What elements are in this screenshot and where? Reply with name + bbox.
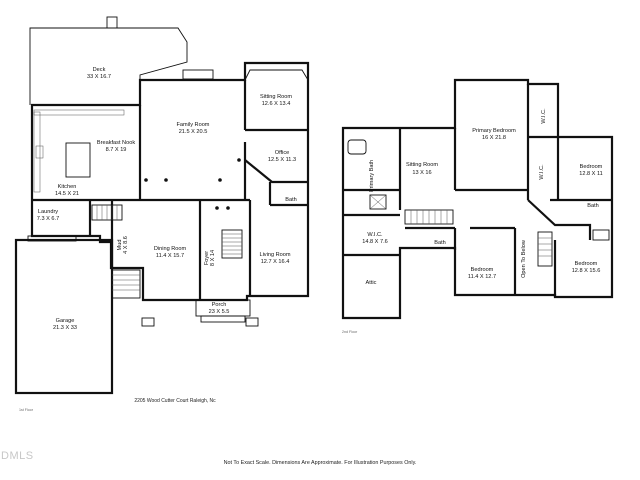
mud-dimensions: 4 X 8.6	[123, 236, 129, 254]
column	[237, 158, 241, 162]
garage-label: Garage	[56, 318, 75, 324]
vanity	[592, 229, 610, 241]
kitchen-label: Kitchen	[58, 184, 77, 190]
sitting-bay	[244, 69, 309, 81]
breakfast-nook-dimensions: 8.7 X 19	[106, 147, 127, 153]
wic-mid-label: W.I.C.	[539, 164, 545, 180]
sitting-room-1-label: Sitting Room	[260, 94, 292, 100]
second-floor-exterior-wall	[341, 78, 614, 320]
bedroom-a-label: Bedroom	[580, 164, 603, 170]
bedroom-b-label: Bedroom	[471, 267, 494, 273]
range	[35, 145, 44, 159]
bath-2-label: Bath	[587, 203, 599, 209]
dining-room-dimensions: 11.4 X 15.7	[156, 253, 184, 259]
wic-top-label: W.I.C.	[541, 108, 547, 124]
sitting-room-2-label: Sitting Room	[406, 162, 438, 168]
curved-stair	[537, 231, 553, 267]
upper-stair	[404, 209, 454, 225]
laundry-label: Laundry	[38, 209, 58, 215]
column	[226, 206, 230, 210]
porch-dimensions: 23 X 5.5	[209, 309, 230, 315]
mls-watermark: DMLS	[1, 450, 34, 462]
deck-dimensions: 33 X 16.7	[87, 74, 111, 80]
column	[218, 178, 222, 182]
bedroom-b-dimensions: 11.4 X 12.7	[468, 274, 496, 280]
wic-left-label: W.I.C.	[367, 232, 383, 238]
garage-wall	[14, 238, 114, 395]
bath-3-label: Bath	[434, 240, 446, 246]
chimney	[106, 16, 118, 29]
open-to-below-label: Open To Below	[521, 239, 527, 278]
breakfast-nook-label: Breakfast Nook	[97, 140, 135, 146]
bath-1-label: Bath	[285, 197, 297, 203]
planter	[245, 317, 259, 327]
wic-left-dimensions: 14.8 X 7.6	[362, 239, 388, 245]
living-room-dimensions: 12.7 X 16.4	[261, 259, 290, 265]
back-stair	[91, 204, 123, 221]
attic-label: Attic	[366, 280, 377, 286]
second-floor-caption: 2nd Floor	[342, 330, 358, 334]
laundry-dimensions: 7.3 X 6.7	[37, 216, 59, 222]
deck-label: Deck	[93, 67, 106, 73]
foyer-dimensions: 8 X 14	[210, 250, 216, 266]
sitting-room-1-dimensions: 12.6 X 13.4	[262, 101, 291, 107]
sitting-room-2-dimensions: 13 X 16	[412, 170, 431, 176]
primary-bath-label: Primary Bath	[369, 160, 375, 192]
office-label: Office	[275, 150, 290, 156]
family-room-dimensions: 21.5 X 20.5	[179, 129, 208, 135]
bedroom-c-label: Bedroom	[575, 261, 598, 267]
kitchen-island	[65, 142, 91, 178]
shower	[369, 194, 387, 210]
planter	[141, 317, 155, 327]
address-caption: 2205 Wood Cutter Court Raleigh, Nc	[134, 398, 216, 404]
primary-bedroom-dimensions: 16 X 21.8	[482, 135, 506, 141]
second-floor-plan: Primary Bedroom 16 X 21.8 W.I.C. Primary…	[341, 78, 614, 320]
bedroom-a-dimensions: 12.8 X 11	[579, 171, 603, 177]
mud-label: Mud	[117, 240, 123, 251]
fireplace	[182, 69, 214, 80]
column	[164, 178, 168, 182]
garage-dimensions: 21.3 X 33	[53, 325, 77, 331]
first-floor-caption: 1st Floor	[19, 408, 33, 412]
family-room-label: Family Room	[177, 122, 210, 128]
garage-step	[27, 235, 77, 242]
living-room-label: Living Room	[259, 252, 290, 258]
counter	[33, 111, 41, 193]
porch-label: Porch	[212, 302, 227, 308]
column	[215, 206, 219, 210]
primary-bedroom-label: Primary Bedroom	[472, 128, 516, 134]
column	[144, 178, 148, 182]
foyer-label: Foyer	[204, 251, 210, 265]
counter	[33, 109, 125, 116]
first-floor-plan: Deck 33 X 16.7 Family Room 21.5 X 20.5 S…	[14, 16, 310, 395]
disclaimer-text: Not To Exact Scale. Dimensions Are Appro…	[223, 460, 417, 466]
bathtub	[347, 139, 367, 155]
office-dimensions: 12.5 X 11.3	[268, 157, 296, 163]
main-stair	[221, 229, 243, 259]
office-angled-wall	[244, 159, 308, 184]
bedroom-c-dimensions: 12.8 X 15.6	[572, 268, 601, 274]
kitchen-dimensions: 14.5 X 21	[55, 191, 79, 197]
angled-wall	[527, 199, 592, 240]
dining-room-label: Dining Room	[154, 246, 187, 252]
deck-outline	[29, 27, 188, 105]
porch-steps	[200, 315, 246, 323]
garage-steps	[111, 269, 141, 299]
